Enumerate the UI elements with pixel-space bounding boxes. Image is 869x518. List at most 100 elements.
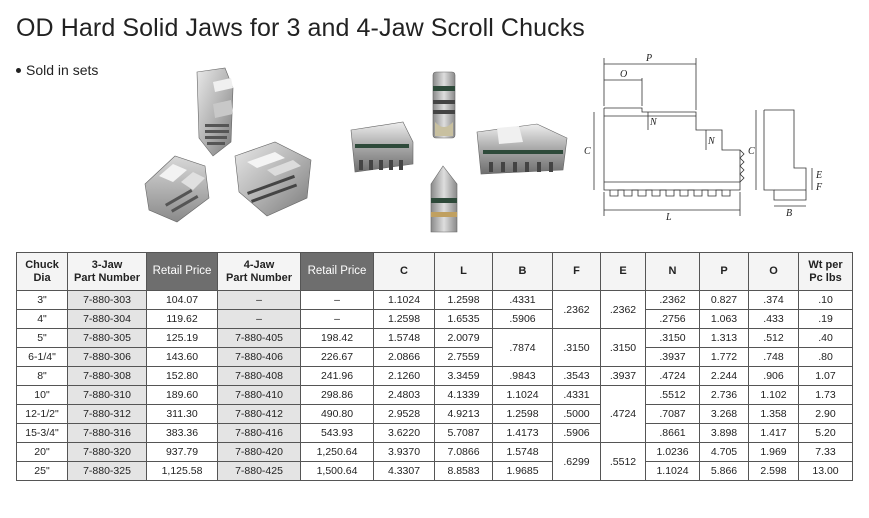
table-row: 5" 7-880-305 125.19 7-880-405 198.42 1.5… xyxy=(16,328,853,367)
table-row: 6-1/4" 7-880-306 143.60 7-880-406 226.67… xyxy=(16,347,853,367)
cell-b: .9843 xyxy=(492,366,553,386)
cell-4jaw-part: 7-880-416 xyxy=(217,423,301,443)
cell-4jaw-part: 7-880-420 xyxy=(217,442,301,462)
cell-n: 1.1024 xyxy=(645,461,700,481)
cell-o: 1.969 xyxy=(748,442,799,462)
cell-f: .3150 xyxy=(552,328,601,367)
cell-4jaw-part: – xyxy=(217,309,301,329)
jaw-right xyxy=(234,141,312,217)
cell-c: 3.6220 xyxy=(373,423,435,443)
cell-dia: 8" xyxy=(16,366,68,386)
cell-c: 2.9528 xyxy=(373,404,435,424)
cell-p: 3.268 xyxy=(699,404,749,424)
cell-4jaw-part: 7-880-405 xyxy=(217,328,301,348)
cell-e: .3937 xyxy=(600,366,646,386)
cell-wt: 7.33 xyxy=(798,442,853,462)
bullet-icon xyxy=(16,67,21,73)
cell-4jaw-retail: 298.86 xyxy=(300,385,374,405)
cell-3jaw-part: 7-880-320 xyxy=(67,442,147,462)
cell-wt: .10 xyxy=(798,290,853,310)
cell-p: 1.063 xyxy=(699,309,749,329)
cell-4jaw-retail: 490.80 xyxy=(300,404,374,424)
cell-p: 2.736 xyxy=(699,385,749,405)
cell-o: 1.102 xyxy=(748,385,799,405)
cell-n: .7087 xyxy=(645,404,700,424)
cell-4jaw-retail: – xyxy=(300,309,374,329)
cell-n: .3937 xyxy=(645,347,700,367)
cell-3jaw-retail: 119.62 xyxy=(146,309,218,329)
cell-f: .5906 xyxy=(552,423,601,443)
cell-o: .748 xyxy=(748,347,799,367)
col-4jaw-retail: Retail Price xyxy=(300,252,374,291)
col-l: L xyxy=(434,252,493,291)
cell-dia: 12-1/2" xyxy=(16,404,68,424)
cell-f: .5000 xyxy=(552,404,601,424)
cell-4jaw-retail: 1,500.64 xyxy=(300,461,374,481)
cell-3jaw-retail: 152.80 xyxy=(146,366,218,386)
cell-c: 2.0866 xyxy=(373,347,435,367)
cell-f: .3543 xyxy=(552,366,601,386)
cell-b: 1.9685 xyxy=(492,461,553,481)
dim-label-l: L xyxy=(665,212,672,223)
cell-4jaw-retail: 198.42 xyxy=(300,328,374,348)
col-p: P xyxy=(699,252,749,291)
sold-in-sets-note: Sold in sets xyxy=(16,62,98,78)
table-row: 15-3/4" 7-880-316 383.36 7-880-416 543.9… xyxy=(16,423,853,443)
cell-l: 8.8583 xyxy=(434,461,493,481)
table-row: 25" 7-880-325 1,125.58 7-880-425 1,500.6… xyxy=(16,461,853,481)
cell-o: .433 xyxy=(748,309,799,329)
col-f: F xyxy=(552,252,601,291)
cell-3jaw-part: 7-880-310 xyxy=(67,385,147,405)
cell-n: .2362 xyxy=(645,290,700,310)
cell-4jaw-retail: 241.96 xyxy=(300,366,374,386)
jaw-set-photo-4jaw xyxy=(350,71,568,233)
cell-3jaw-retail: 125.19 xyxy=(146,328,218,348)
cell-l: 5.7087 xyxy=(434,423,493,443)
cell-l: 2.7559 xyxy=(434,347,493,367)
cell-c: 1.5748 xyxy=(373,328,435,348)
cell-4jaw-part: 7-880-412 xyxy=(217,404,301,424)
dim-label-f: F xyxy=(815,182,823,193)
jaw-dimension-diagram: P O N N C L C E F B xyxy=(584,53,823,223)
cell-3jaw-part: 7-880-304 xyxy=(67,309,147,329)
jaw-top xyxy=(196,67,234,157)
cell-4jaw-part: 7-880-406 xyxy=(217,347,301,367)
dim-label-b: B xyxy=(786,208,792,219)
cell-dia: 3" xyxy=(16,290,68,310)
cell-3jaw-retail: 104.07 xyxy=(146,290,218,310)
jaw-top-4 xyxy=(432,71,456,139)
dim-label-c: C xyxy=(584,146,591,157)
cell-dia: 15-3/4" xyxy=(16,423,68,443)
cell-3jaw-part: 7-880-312 xyxy=(67,404,147,424)
col-b: B xyxy=(492,252,553,291)
cell-wt: .40 xyxy=(798,328,853,348)
cell-3jaw-part: 7-880-306 xyxy=(67,347,147,367)
table-row: 20" 7-880-320 937.79 7-880-420 1,250.64 … xyxy=(16,442,853,481)
cell-4jaw-retail: – xyxy=(300,290,374,310)
cell-c: 1.1024 xyxy=(373,290,435,310)
cell-b: .4331 xyxy=(492,290,553,310)
cell-o: .374 xyxy=(748,290,799,310)
dim-label-o: O xyxy=(620,69,627,80)
cell-wt: 1.73 xyxy=(798,385,853,405)
cell-wt: 2.90 xyxy=(798,404,853,424)
cell-c: 2.1260 xyxy=(373,366,435,386)
dim-label-c2: C xyxy=(748,146,755,157)
cell-l: 4.9213 xyxy=(434,404,493,424)
cell-e: .4724 xyxy=(600,385,646,443)
cell-n: .5512 xyxy=(645,385,700,405)
cell-p: 4.705 xyxy=(699,442,749,462)
cell-4jaw-retail: 226.67 xyxy=(300,347,374,367)
cell-p: 1.772 xyxy=(699,347,749,367)
table-row: 12-1/2" 7-880-312 311.30 7-880-412 490.8… xyxy=(16,404,853,424)
cell-3jaw-part: 7-880-305 xyxy=(67,328,147,348)
cell-o: .512 xyxy=(748,328,799,348)
cell-l: 7.0866 xyxy=(434,442,493,462)
cell-p: 3.898 xyxy=(699,423,749,443)
cell-c: 4.3307 xyxy=(373,461,435,481)
jaw-bottom-4 xyxy=(430,165,458,233)
cell-dia: 6-1/4" xyxy=(16,347,68,367)
cell-f: .4331 xyxy=(552,385,601,405)
